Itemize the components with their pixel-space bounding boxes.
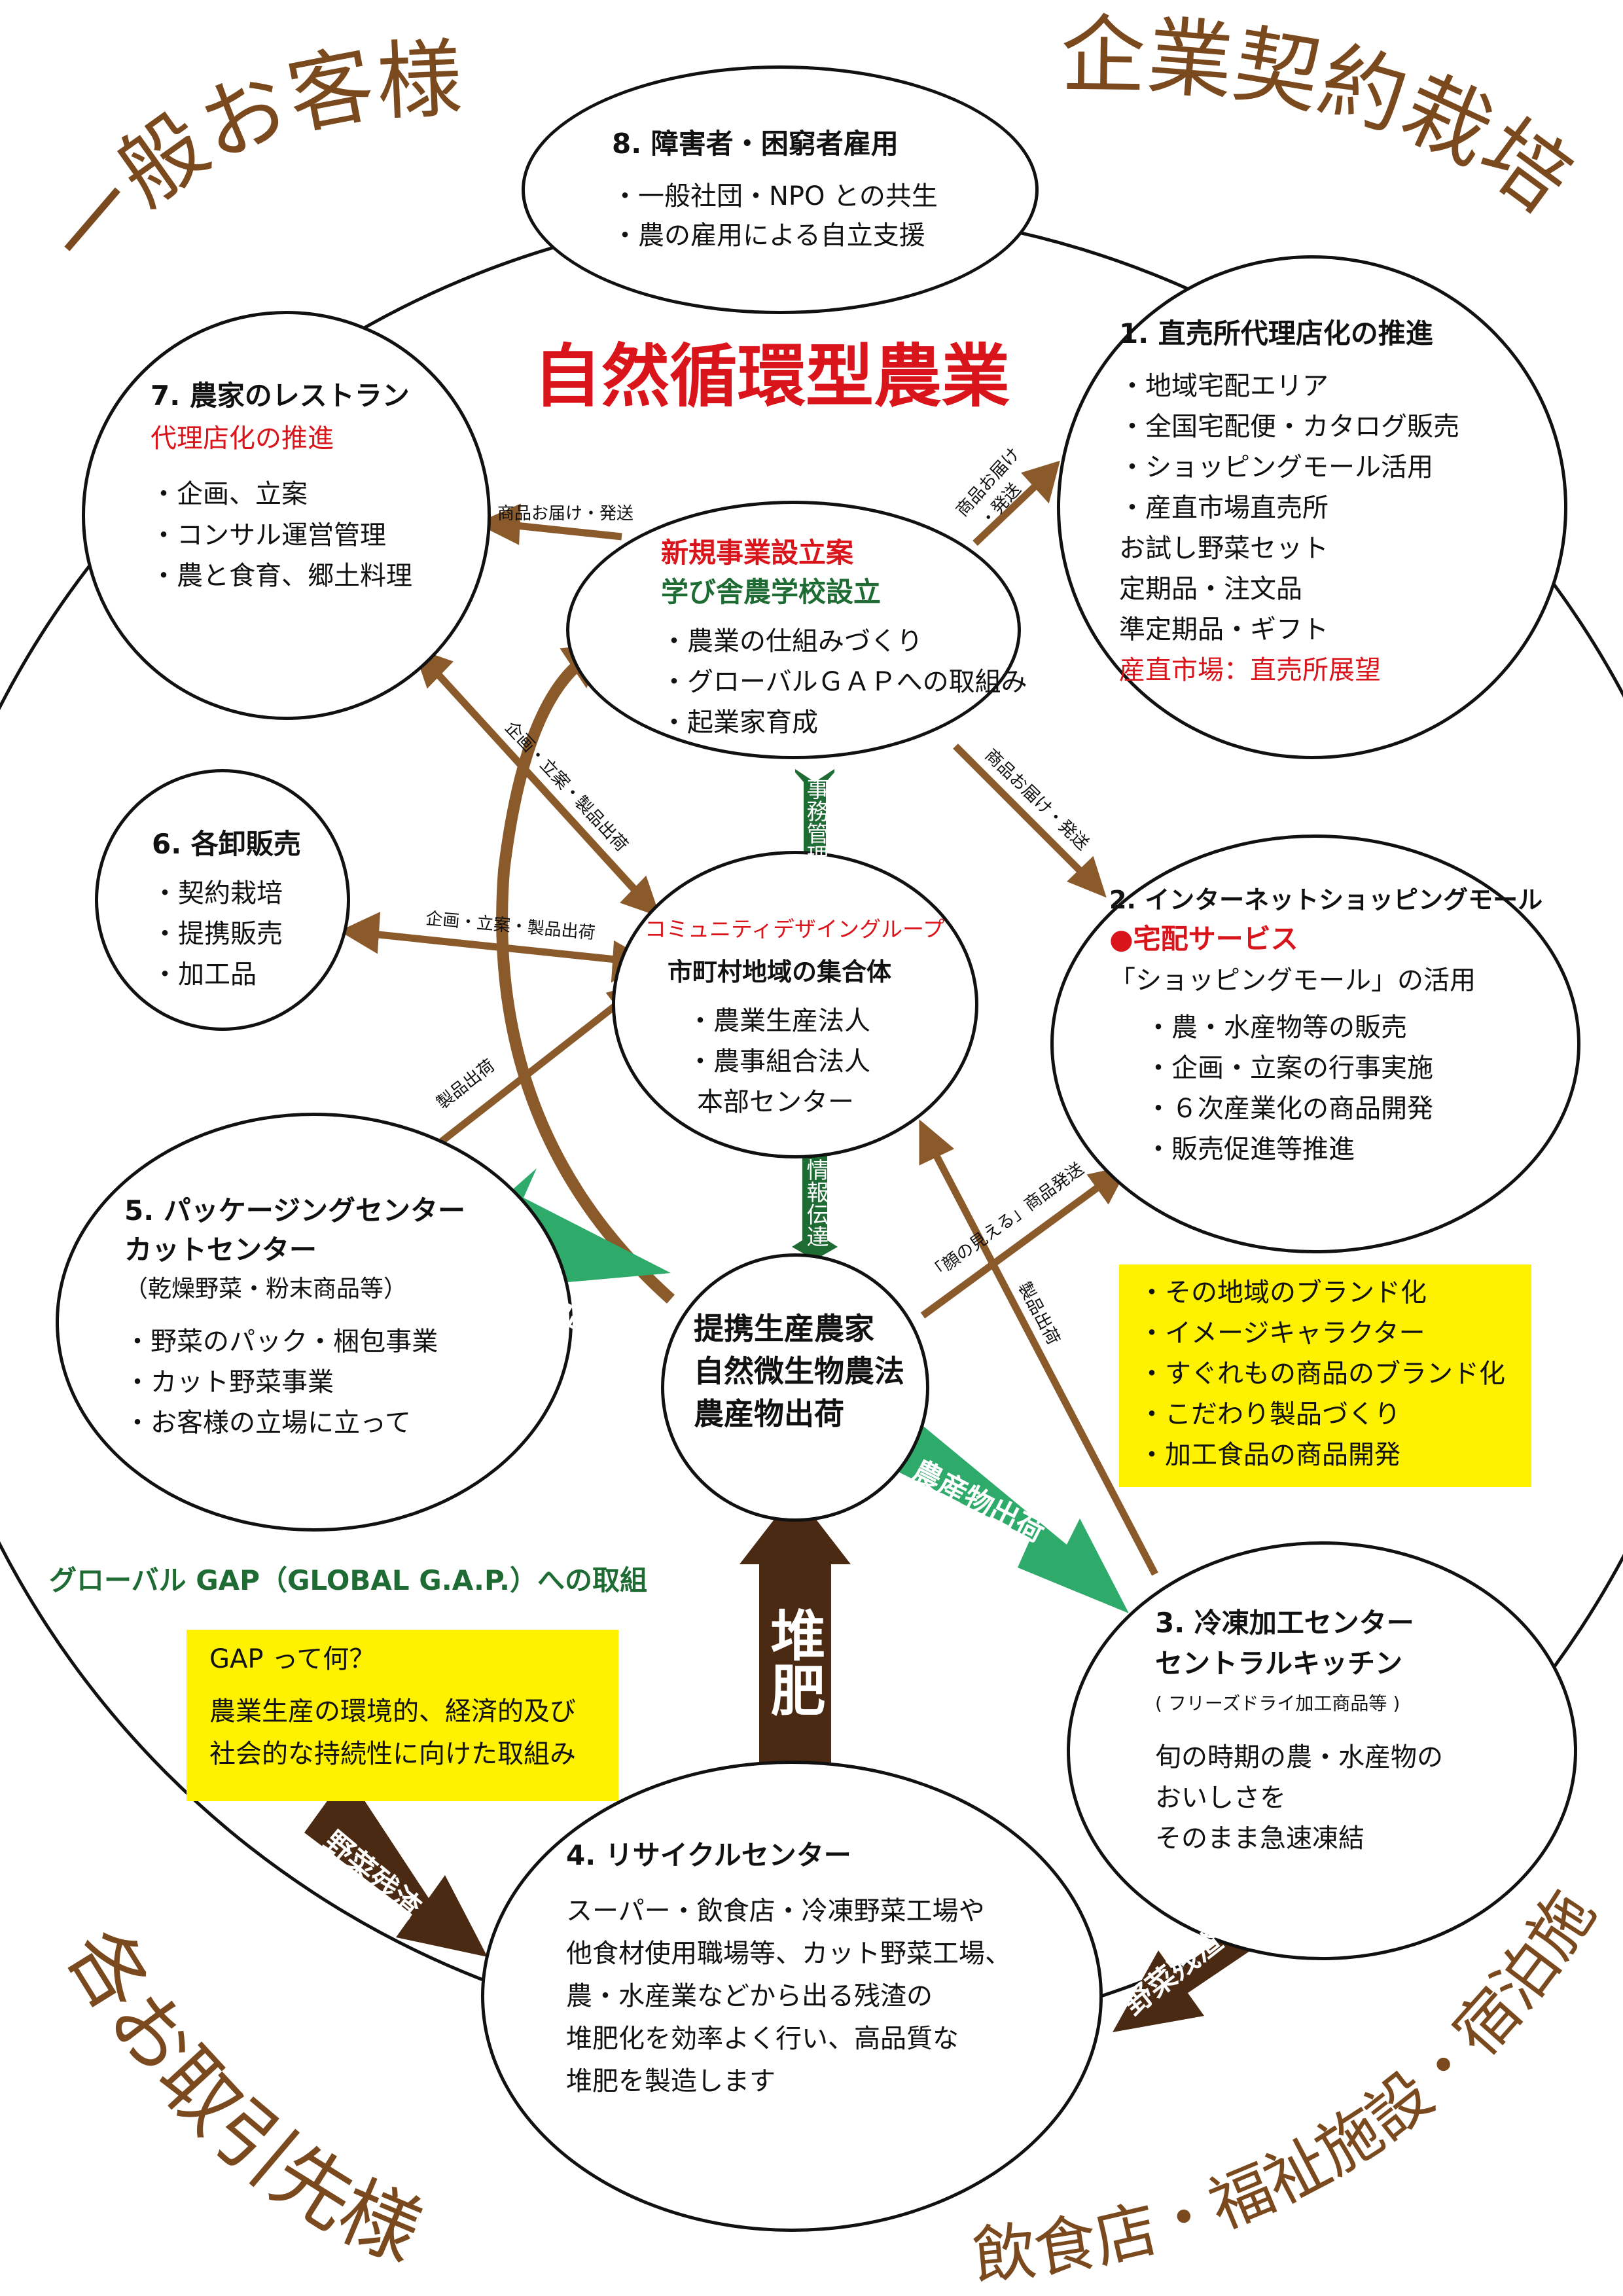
node-2-item: ・６次産業化の商品開発 — [1145, 1094, 1433, 1124]
center-item: ・グローバルＧＡＰへの取組み — [661, 667, 1027, 697]
node-hub-community — [612, 851, 978, 1158]
gap-heading: グローバル GAP（GLOBAL G.A.P.）への取組 — [49, 1564, 648, 1596]
label-admin: 事務管理 — [802, 778, 829, 867]
node-1-title: 1. 直売所代理店化の推進 — [1119, 317, 1433, 350]
node-4-item: スーパー・飲食店・冷凍野菜工場や — [566, 1896, 985, 1926]
node-6-title: 6. 各卸販売 — [152, 828, 301, 860]
node-3-sub: ( フリーズドライ加工商品等 ) — [1155, 1693, 1400, 1714]
node-2-item: ・販売促進等推進 — [1145, 1134, 1355, 1164]
node-5-sub: （乾燥野菜・粉末商品等） — [124, 1276, 408, 1302]
node-6-item: ・契約栽培 — [152, 878, 283, 908]
farmer-line: 自然微生物農法 — [694, 1354, 904, 1389]
hub-title: 市町村地域の集合体 — [668, 958, 892, 986]
gap-line: 農業生産の環境的、経済的及び — [209, 1696, 576, 1727]
node-2-title: 2. インターネットショッピングモール — [1109, 886, 1543, 914]
label-info: 情報伝達 — [802, 1158, 829, 1247]
node-4-item: 他食材使用職場等、カット野菜工場、 — [566, 1939, 1011, 1969]
center-item: ・農業の仕組みづくり — [661, 626, 923, 656]
node-1-item: 定期品・注文品 — [1119, 574, 1302, 604]
main-title: 自然循環型農業 — [533, 336, 1010, 416]
node-3-title: 3. 冷凍加工センター — [1155, 1607, 1414, 1639]
gap-box — [187, 1630, 618, 1801]
node-8-employment — [522, 65, 1039, 314]
node-4-item: 堆肥化を効率よく行い、高品質な — [566, 2024, 959, 2054]
node-1-item: 準定期品・ギフト — [1119, 615, 1329, 645]
hub-item: ・農事組合法人 — [687, 1047, 870, 1077]
node-1-item: ・ショッピングモール活用 — [1119, 452, 1433, 482]
corner-label-top-right: 企業契約栽培 — [1060, 5, 1590, 231]
node-5-title: 5. パッケージングセンター — [124, 1194, 465, 1227]
node-2-red-sub: ●宅配サービス — [1109, 923, 1298, 955]
node-7-red-sub: 代理店化の推進 — [151, 423, 334, 454]
node-1-item: ・産直市場直売所 — [1119, 493, 1329, 523]
node-3-title2: セントラルキッチン — [1155, 1647, 1403, 1679]
label-delivery-7: 商品お届け・発送 — [497, 504, 634, 524]
farmer-line: 提携生産農家 — [694, 1311, 874, 1346]
node-2-internet-mall — [1050, 834, 1580, 1253]
node-farmer — [661, 1253, 929, 1522]
node-8-item: ・一般社団・NPO との共生 — [612, 181, 938, 211]
node-4-item: 農・水産業などから出る残渣の — [566, 1981, 933, 2011]
corner-label-bottom-left: 各お取引先様 — [48, 1913, 433, 2280]
yellow-item: ・すぐれもの商品のブランド化 — [1139, 1359, 1505, 1389]
hub-item: ・農業生産法人 — [687, 1006, 870, 1036]
hub-red-label: コミュニティデザイングループ — [645, 916, 945, 942]
node-1-red-item: 産直市場：直売所展望 — [1119, 655, 1381, 685]
yellow-item: ・こだわり製品づくり — [1139, 1399, 1400, 1429]
node-3-item: おいしさを — [1155, 1783, 1286, 1813]
node-5-item: ・カット野菜事業 — [124, 1367, 334, 1397]
node-center-new-business — [566, 501, 1021, 759]
node-3-item: 旬の時期の農・水産物の — [1155, 1742, 1443, 1772]
corner-label-top-left: 一般お客様 — [29, 29, 464, 286]
node-4-title: 4. リサイクルセンター — [566, 1839, 851, 1871]
yellow-brand-box — [1119, 1265, 1531, 1487]
center-top-green: 学び舎農学校設立 — [661, 576, 882, 608]
brown-connectors — [339, 460, 1158, 1576]
node-7-restaurant — [82, 311, 491, 720]
gap-line: 社会的な持続性に向けた取組み — [209, 1739, 576, 1769]
node-1-item: ・全国宅配便・カタログ販売 — [1119, 412, 1459, 442]
node-7-item: ・企画、立案 — [151, 479, 308, 509]
node-5-item: ・野菜のパック・梱包事業 — [124, 1327, 438, 1357]
node-6-wholesale — [95, 769, 350, 1031]
node-7-title: 7. 農家のレストラン — [151, 380, 410, 412]
node-7-item: ・コンサル運営管理 — [151, 520, 386, 550]
node-6-item: ・加工品 — [152, 960, 257, 990]
node-7-item: ・農と食育、郷土料理 — [151, 561, 412, 591]
center-item: ・起業家育成 — [661, 708, 818, 738]
node-2-sub2: 「ショッピングモール」の活用 — [1109, 965, 1476, 996]
compost-arrow — [740, 1492, 851, 1764]
node-2-item: ・企画・立案の行事実施 — [1145, 1053, 1433, 1083]
node-3-freeze-center — [1067, 1541, 1577, 1960]
node-1-direct-sales — [1057, 255, 1567, 759]
node-4-recycle-center — [481, 1761, 1103, 2232]
center-top-red: 新規事業設立案 — [661, 537, 854, 569]
node-8-title: 8. 障害者・困窮者雇用 — [612, 128, 899, 160]
node-2-item: ・農・水産物等の販売 — [1145, 1013, 1407, 1043]
yellow-item: ・加工食品の商品開発 — [1139, 1440, 1400, 1470]
yellow-item: ・その地域のブランド化 — [1139, 1278, 1427, 1308]
node-3-item: そのまま急速凍結 — [1155, 1823, 1364, 1854]
farmer-line: 農産物出荷 — [694, 1396, 844, 1431]
hub-item: 本部センター — [697, 1087, 854, 1117]
node-5-title2: カットセンター — [124, 1234, 317, 1266]
node-4-item: 堆肥を製造します — [566, 2066, 776, 2096]
node-5-item: ・お客様の立場に立って — [124, 1408, 411, 1438]
node-6-item: ・提携販売 — [152, 919, 283, 949]
node-5-packaging — [56, 1113, 573, 1532]
node-1-item: ・地域宅配エリア — [1119, 371, 1329, 401]
label-compost: 堆肥 — [762, 1607, 826, 1717]
node-8-item: ・農の雇用による自立支援 — [612, 221, 925, 251]
node-1-item: お試し野菜セット — [1119, 533, 1329, 564]
yellow-item: ・イメージキャラクター — [1139, 1318, 1425, 1348]
gap-question: GAP って何？ — [209, 1644, 376, 1674]
